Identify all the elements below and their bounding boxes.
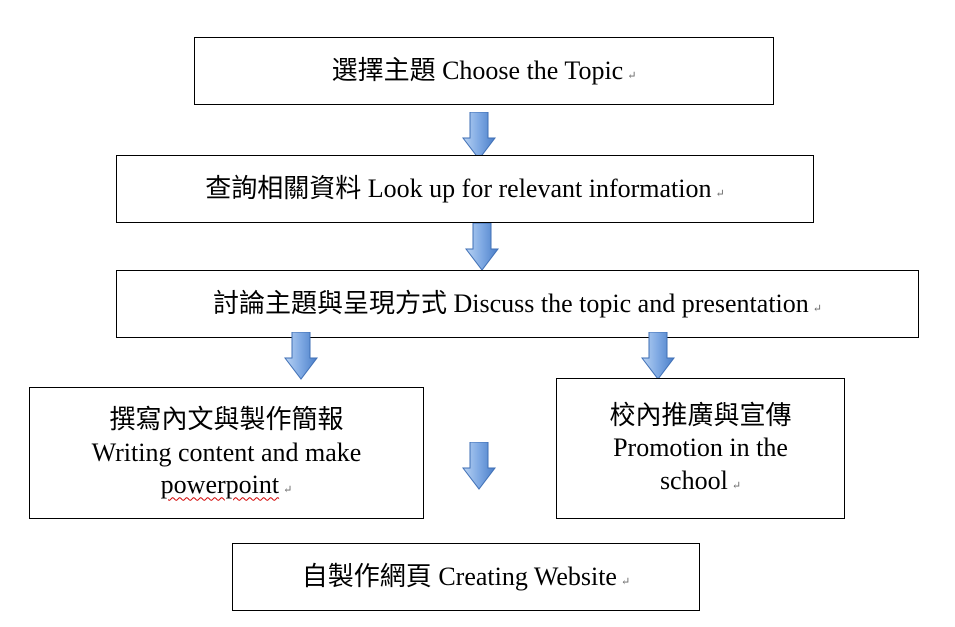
step-website: 自製作網頁 Creating Website↵ (232, 543, 700, 611)
step-look-up: 查詢相關資料 Look up for relevant information↵ (116, 155, 814, 223)
promotion-en-line2: school (659, 465, 728, 495)
writing-en-line2: powerpoint (160, 470, 280, 500)
choose-topic-zh: 選擇主題 (331, 55, 436, 85)
down-arrow-icon (462, 112, 496, 160)
step-promotion: 校內推廣與宣傳 Promotion in the school↵ (556, 378, 845, 519)
step-writing: 撰寫內文與製作簡報 Writing content and make power… (29, 387, 424, 519)
paragraph-mark-icon: ↵ (715, 187, 725, 200)
step-choose-topic: 選擇主題 Choose the Topic↵ (194, 37, 774, 105)
paragraph-mark-icon: ↵ (627, 69, 637, 82)
down-arrow-icon (641, 332, 675, 380)
choose-topic-en: Choose the Topic (442, 55, 624, 85)
writing-zh: 撰寫內文與製作簡報 (109, 405, 344, 435)
promotion-zh: 校內推廣與宣傳 (609, 400, 792, 430)
look-up-zh: 查詢相關資料 (205, 173, 362, 203)
down-arrow-icon (465, 223, 499, 271)
down-arrow-icon (462, 442, 496, 490)
writing-en-line1: Writing content and make (91, 437, 362, 467)
down-arrow-icon (284, 332, 318, 380)
paragraph-mark-icon: ↵ (283, 484, 293, 497)
website-zh: 自製作網頁 (301, 561, 432, 591)
paragraph-mark-icon: ↵ (620, 575, 631, 588)
paragraph-mark-icon: ↵ (731, 479, 742, 492)
promotion-en-line1: Promotion in the (613, 433, 788, 463)
discuss-zh: 討論主題與呈現方式 (213, 288, 448, 318)
step-discuss: 討論主題與呈現方式 Discuss the topic and presenta… (116, 270, 919, 338)
paragraph-mark-icon: ↵ (812, 302, 822, 315)
look-up-en: Look up for relevant information (367, 173, 712, 203)
website-en: Creating Website (438, 561, 617, 591)
discuss-en: Discuss the topic and presentation (453, 288, 809, 318)
